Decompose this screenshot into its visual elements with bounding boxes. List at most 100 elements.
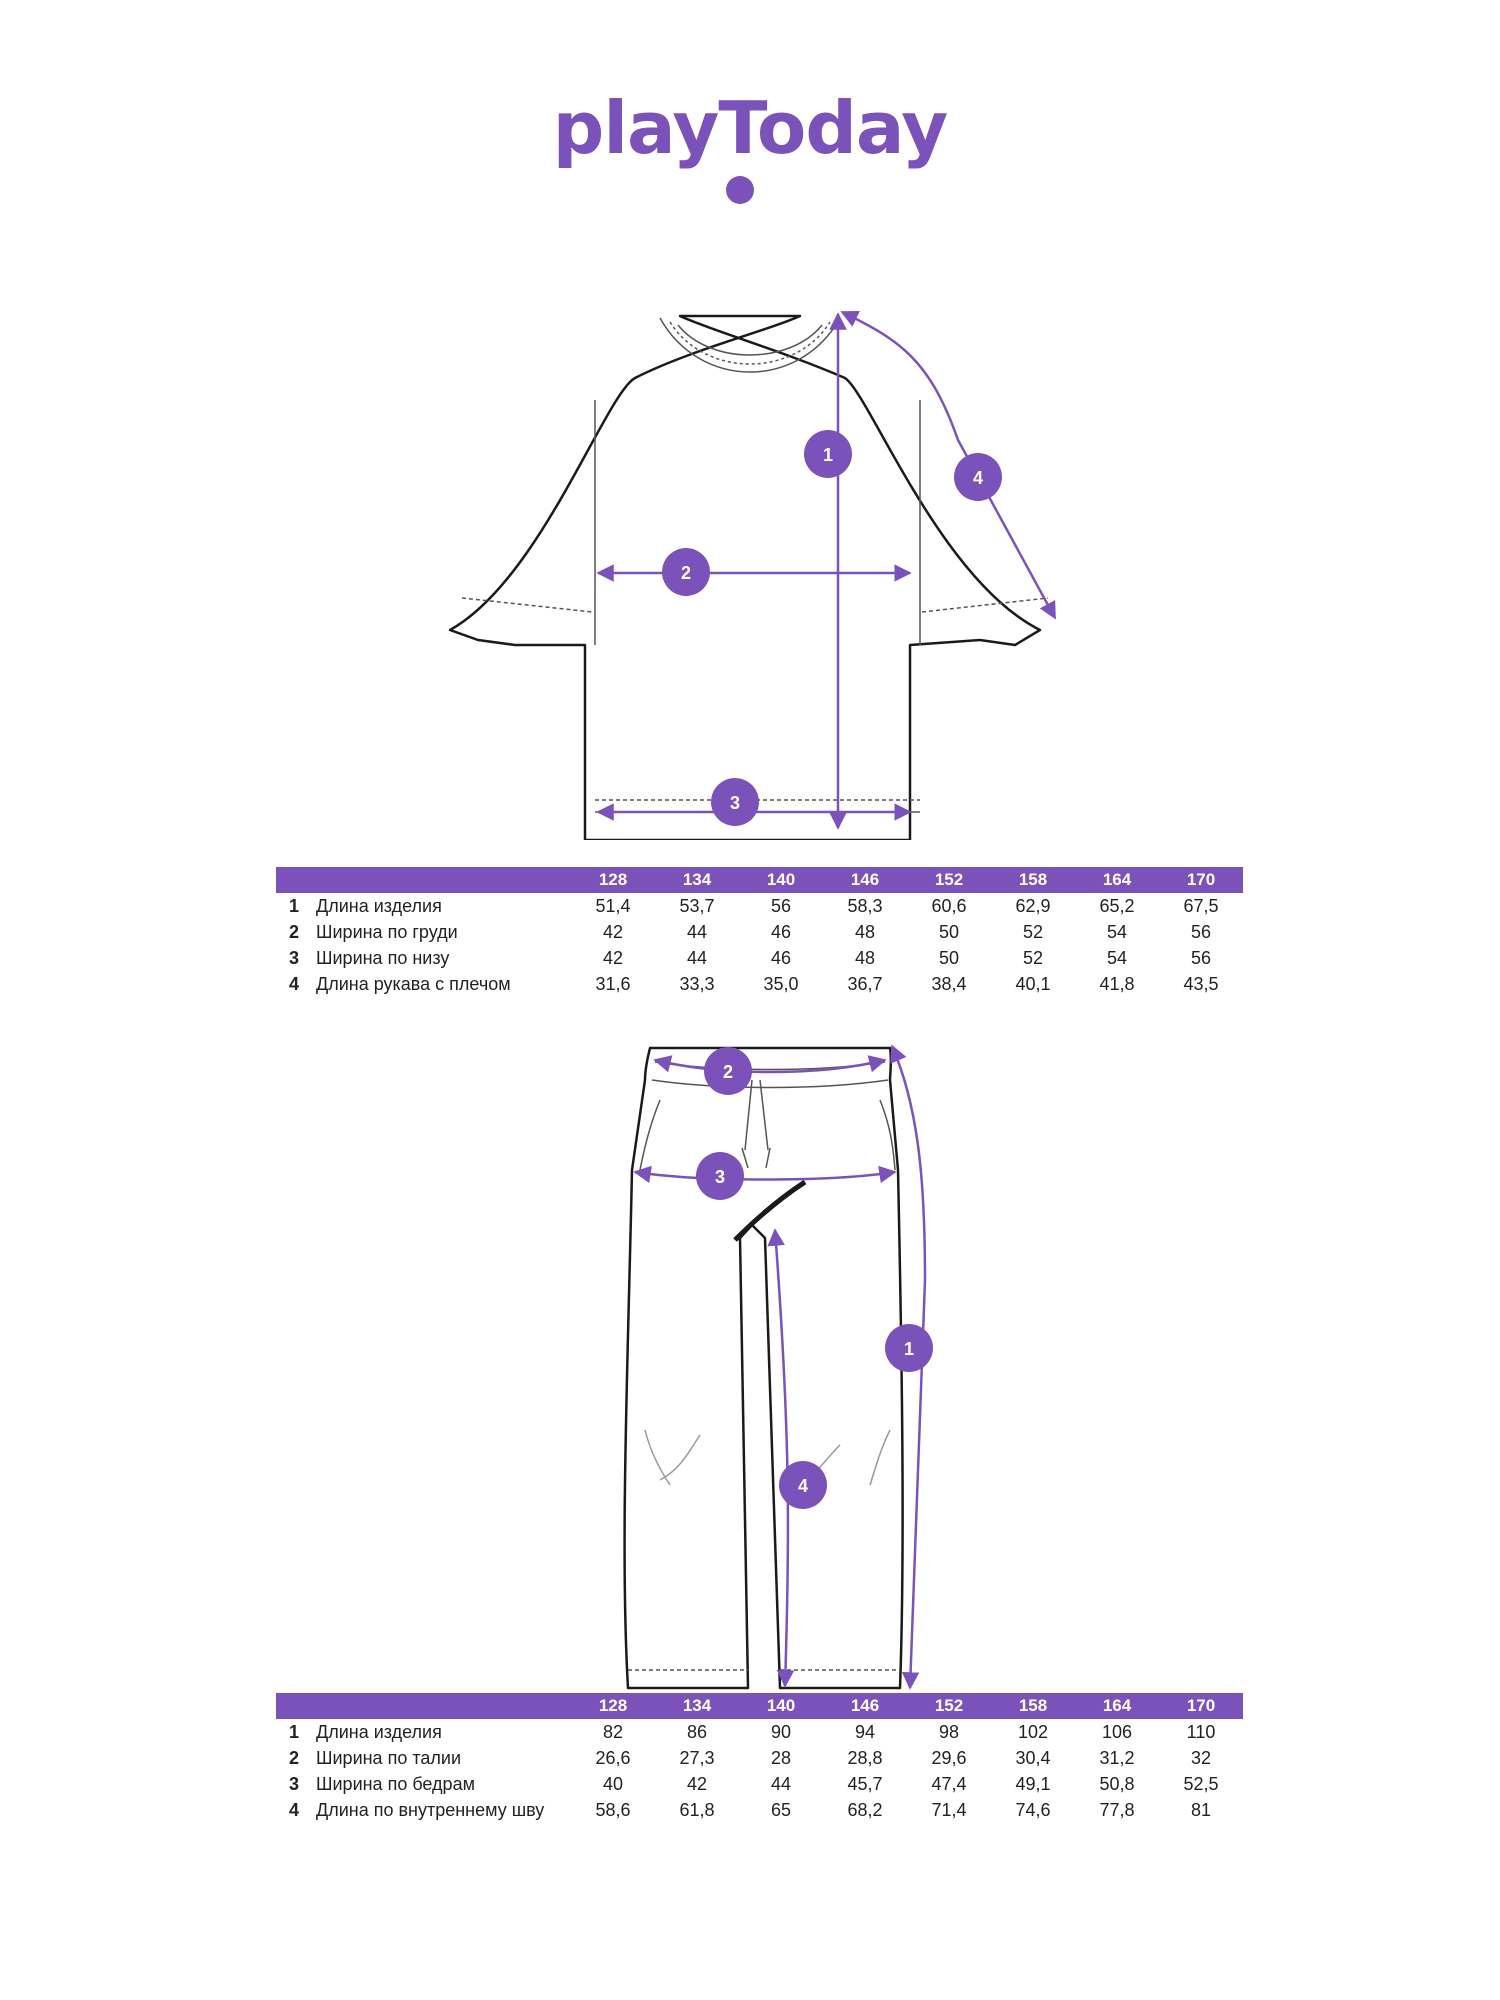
size-header: 146 bbox=[850, 1696, 880, 1715]
tshirt-details bbox=[461, 317, 1049, 813]
tshirt-size-header-row: 128 134 140 146 152 158 164 170 bbox=[276, 867, 1243, 893]
table-cell: 50 bbox=[938, 921, 960, 942]
table-cell: 42 bbox=[602, 921, 624, 942]
table-cell: 29,6 bbox=[931, 1747, 967, 1768]
table-cell: 31,6 bbox=[595, 973, 631, 994]
table-cell: 102 bbox=[1017, 1721, 1049, 1742]
size-header: 152 bbox=[934, 870, 964, 889]
pants-badge-4-label: 4 bbox=[798, 1476, 808, 1496]
pants-badge-1-label: 1 bbox=[904, 1339, 914, 1359]
table-cell: 98 bbox=[938, 1721, 960, 1742]
tshirt-badge-3: 3 bbox=[711, 778, 759, 826]
pants-badge-3: 3 bbox=[696, 1152, 744, 1200]
table-cell: 40,1 bbox=[1015, 973, 1051, 994]
table-cell: 48 bbox=[854, 947, 876, 968]
tshirt-badge-1: 1 bbox=[804, 430, 852, 478]
size-header: 128 bbox=[598, 1696, 628, 1715]
table-cell: 52 bbox=[1022, 947, 1044, 968]
row-number: 2 bbox=[288, 921, 299, 942]
row-label: Ширина по груди bbox=[316, 921, 458, 942]
pants-measure-2-line bbox=[653, 1055, 887, 1074]
tshirt-badge-4-label: 4 bbox=[973, 468, 983, 488]
tshirt-badge-3-label: 3 bbox=[730, 793, 740, 813]
table-cell: 61,8 bbox=[679, 1799, 715, 1820]
brand-logo-dot bbox=[726, 176, 754, 204]
table-cell: 28 bbox=[770, 1747, 792, 1768]
size-header: 140 bbox=[766, 1696, 796, 1715]
table-cell: 26,6 bbox=[595, 1747, 631, 1768]
table-cell: 46 bbox=[770, 921, 792, 942]
table-cell: 86 bbox=[686, 1721, 708, 1742]
row-number: 1 bbox=[288, 895, 299, 916]
pants-drawing: 1 2 3 4 bbox=[623, 1044, 933, 1690]
row-number: 1 bbox=[288, 1721, 299, 1742]
pants-measure-1-line bbox=[890, 1044, 927, 1690]
pants-crotch-mark bbox=[733, 1179, 807, 1242]
size-header: 134 bbox=[682, 1696, 712, 1715]
row-label: Длина изделия bbox=[316, 895, 442, 916]
tshirt-outline bbox=[448, 314, 1042, 840]
table-cell: 49,1 bbox=[1015, 1773, 1051, 1794]
row-label: Ширина по низу bbox=[316, 947, 450, 968]
table-cell: 38,4 bbox=[931, 973, 967, 994]
table-cell: 56 bbox=[1190, 921, 1212, 942]
table-cell: 46 bbox=[770, 947, 792, 968]
table-cell: 27,3 bbox=[679, 1747, 715, 1768]
pants-badge-1: 1 bbox=[885, 1324, 933, 1372]
table-cell: 60,6 bbox=[931, 895, 967, 916]
table-cell: 36,7 bbox=[847, 973, 883, 994]
tshirt-badge-1-label: 1 bbox=[823, 445, 833, 465]
pants-badge-3-label: 3 bbox=[715, 1167, 725, 1187]
table-cell: 56 bbox=[770, 895, 792, 916]
table-cell: 48 bbox=[854, 921, 876, 942]
size-header: 140 bbox=[766, 870, 796, 889]
table-cell: 52,5 bbox=[1183, 1773, 1219, 1794]
table-cell: 81 bbox=[1190, 1799, 1212, 1820]
row-label: Длина рукава с плечом bbox=[316, 973, 511, 994]
table-cell: 44 bbox=[770, 1773, 792, 1794]
row-label: Длина изделия bbox=[316, 1721, 442, 1742]
table-cell: 90 bbox=[770, 1721, 792, 1742]
table-cell: 33,3 bbox=[679, 973, 715, 994]
tshirt-badge-4: 4 bbox=[954, 453, 1002, 501]
tshirt-drawing: 1 2 3 4 bbox=[448, 310, 1057, 840]
table-cell: 30,4 bbox=[1015, 1747, 1051, 1768]
size-header: 170 bbox=[1186, 870, 1216, 889]
table-cell: 40 bbox=[602, 1773, 624, 1794]
table-cell: 56 bbox=[1190, 947, 1212, 968]
row-number: 3 bbox=[288, 947, 299, 968]
size-header: 128 bbox=[598, 870, 628, 889]
table-cell: 44 bbox=[686, 947, 708, 968]
pants-badge-2-label: 2 bbox=[723, 1062, 733, 1082]
size-header: 146 bbox=[850, 870, 880, 889]
table-cell: 53,7 bbox=[679, 895, 715, 916]
size-header: 170 bbox=[1186, 1696, 1216, 1715]
row-number: 4 bbox=[288, 1799, 299, 1820]
header-spacer bbox=[276, 1693, 312, 1719]
table-cell: 65 bbox=[770, 1799, 792, 1820]
size-header: 164 bbox=[1102, 1696, 1132, 1715]
table-cell: 65,2 bbox=[1099, 895, 1135, 916]
row-label: Ширина по талии bbox=[316, 1747, 461, 1768]
table-cell: 45,7 bbox=[847, 1773, 883, 1794]
table-cell: 42 bbox=[602, 947, 624, 968]
table-cell: 94 bbox=[854, 1721, 876, 1742]
table-cell: 71,4 bbox=[931, 1799, 967, 1820]
pants-badge-2: 2 bbox=[704, 1047, 752, 1095]
row-number: 2 bbox=[288, 1747, 299, 1768]
table-cell: 74,6 bbox=[1015, 1799, 1051, 1820]
table-cell: 28,8 bbox=[847, 1747, 883, 1768]
header-spacer bbox=[312, 867, 571, 893]
table-cell: 41,8 bbox=[1099, 973, 1135, 994]
row-number: 3 bbox=[288, 1773, 299, 1794]
row-label: Длина по внутреннему шву bbox=[316, 1799, 545, 1820]
